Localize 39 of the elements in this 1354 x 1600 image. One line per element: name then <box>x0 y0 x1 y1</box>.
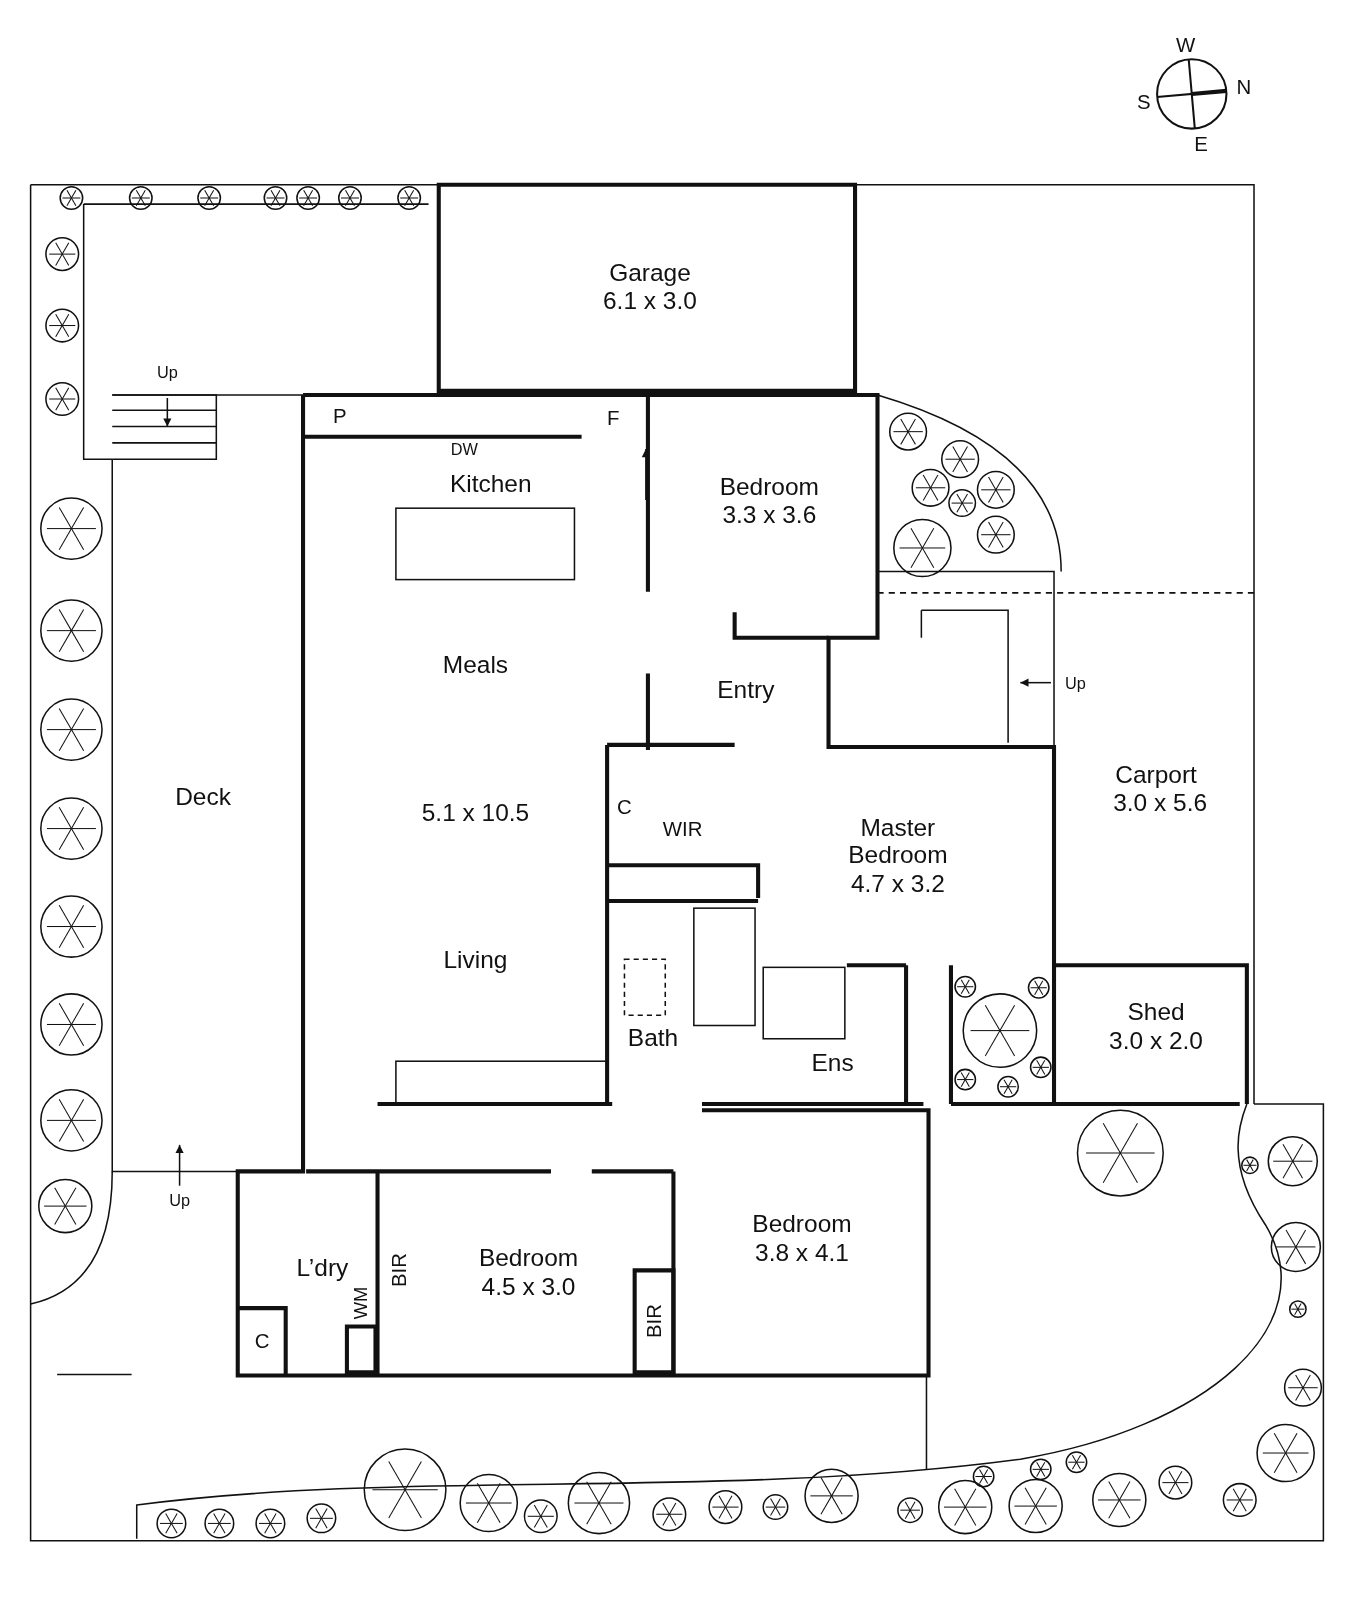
room-dimension: 3.8 x 4.1 <box>755 1239 849 1267</box>
room-label: Bedroom <box>478 1244 579 1272</box>
compass-letter: S <box>1137 90 1151 114</box>
room-dimension: 6.1 x 3.0 <box>603 287 697 315</box>
stair-label: Up <box>1065 674 1086 693</box>
room-label: Bedroom <box>752 1210 852 1238</box>
room-label: Ens <box>811 1049 854 1077</box>
room-label: Bedroom <box>719 473 819 501</box>
room-label: Meals <box>442 651 509 679</box>
room-dimension: 4.7 x 3.2 <box>850 870 945 898</box>
room-label: C <box>254 1329 270 1352</box>
room-label: BIR <box>642 1304 666 1339</box>
room-label: WIR <box>662 817 703 840</box>
compass-letter: N <box>1236 75 1252 98</box>
room-dimension: 5.1 x 10.5 <box>421 799 530 827</box>
fixture-label: WM <box>351 1286 372 1320</box>
room-label: C <box>617 795 632 819</box>
room-label: Carport <box>1115 762 1197 789</box>
room-label: L’dry <box>296 1254 349 1282</box>
compass-letter: W <box>1176 33 1196 57</box>
fixture-label: DW <box>450 441 478 459</box>
room-dimension: 3.0 x 5.6 <box>1113 789 1208 817</box>
room-label: Bath <box>627 1024 679 1052</box>
room-label: Living <box>443 946 508 974</box>
room-label: Deck <box>175 783 231 811</box>
room-dimension: 4.5 x 3.0 <box>481 1273 576 1301</box>
room-dimension: 3.0 x 2.0 <box>1109 1027 1203 1055</box>
room-label: Shed <box>1127 998 1185 1026</box>
room-label: BIR <box>387 1253 411 1288</box>
room-label: Kitchen <box>449 470 532 498</box>
stair-label: Up <box>169 1191 190 1210</box>
stair-label: Up <box>156 364 178 383</box>
room-label: Garage <box>609 260 691 287</box>
room-label: Entry <box>717 676 775 704</box>
fixture-label: P <box>332 405 347 428</box>
room-dimension: 3.3 x 3.6 <box>722 501 817 529</box>
fixture-label: F <box>607 407 620 430</box>
compass-letter: E <box>1194 132 1208 156</box>
room-label: Master Bedroom <box>847 814 949 869</box>
